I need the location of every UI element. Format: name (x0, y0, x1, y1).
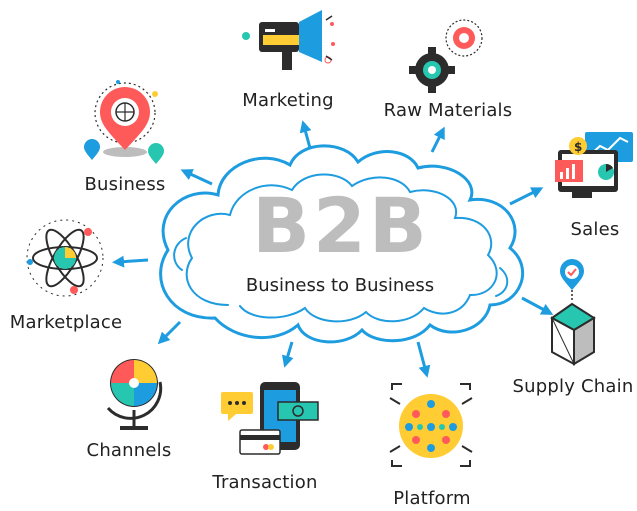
monitor-charts-icon: $ (555, 132, 633, 198)
arrow-platform (416, 341, 431, 378)
label-raw-materials: Raw Materials (383, 100, 513, 121)
label-marketing: Marketing (242, 90, 334, 111)
arrow-channels (157, 320, 182, 345)
cloud-shape (159, 144, 525, 344)
arrow-marketplace (112, 255, 149, 268)
label-transaction: Transaction (212, 472, 318, 493)
label-supply-chain: Supply Chain (512, 376, 634, 397)
label-sales: Sales (570, 219, 620, 240)
label-marketplace: Marketplace (9, 312, 123, 333)
b2b-subtitle: Business to Business (245, 275, 435, 296)
arrow-supply-chain (521, 296, 554, 315)
arrow-raw-materials (430, 126, 445, 153)
connector-arrows (112, 120, 554, 378)
box-pin-icon (550, 259, 596, 366)
arrow-business (180, 169, 213, 186)
location-pin-globe-icon (84, 80, 164, 164)
arrow-sales (509, 187, 544, 206)
gears-icon (409, 19, 483, 93)
b2b-title: B2B (252, 181, 430, 270)
megaphone-icon (242, 10, 335, 70)
label-channels: Channels (86, 440, 172, 461)
arrow-transaction (281, 341, 294, 368)
puzzle-globe-icon (106, 359, 163, 430)
arrow-marketing (299, 120, 312, 149)
label-business: Business (84, 174, 166, 195)
svg-text:$: $ (574, 140, 582, 154)
label-platform: Platform (393, 488, 471, 509)
atom-icon (26, 219, 104, 297)
circuit-icon (389, 383, 473, 467)
phone-payment-icon (221, 382, 319, 455)
